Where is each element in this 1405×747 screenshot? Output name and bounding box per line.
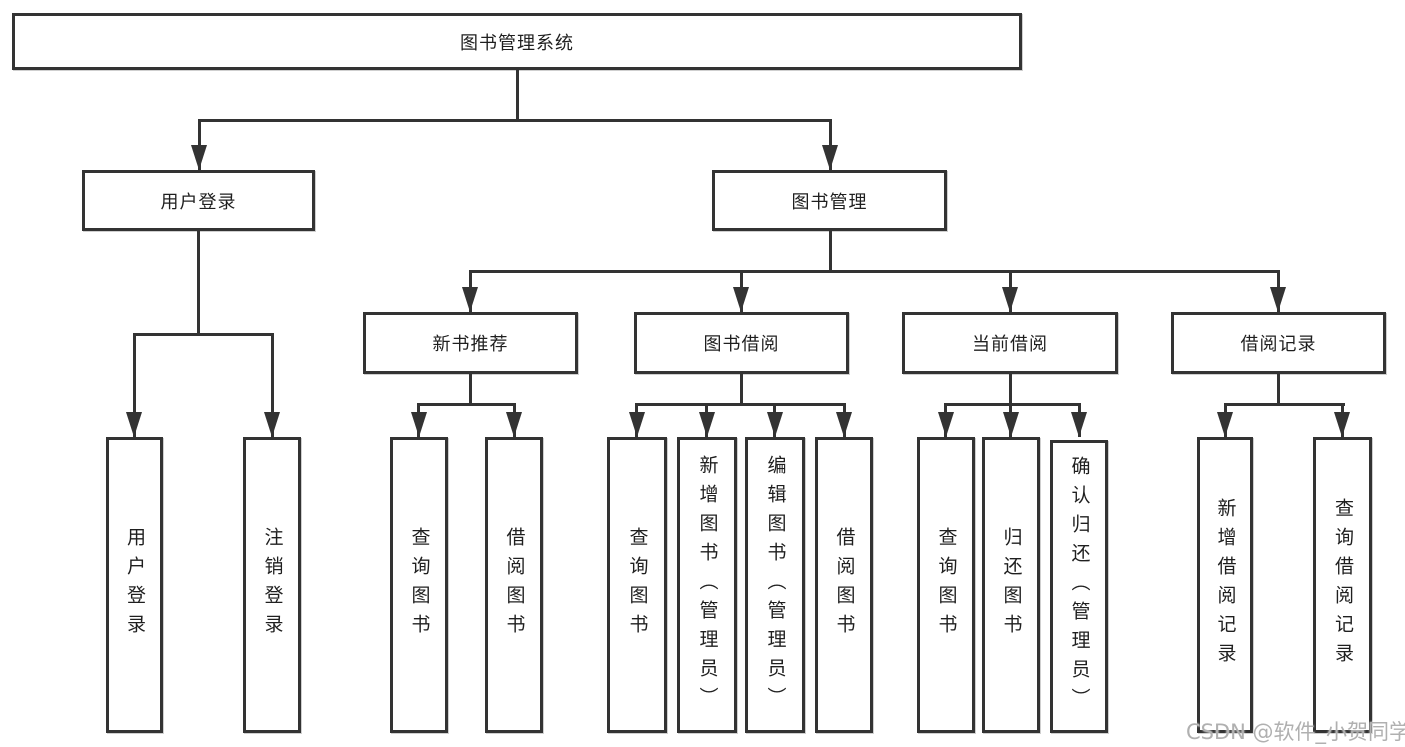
connector-drop [133, 333, 136, 437]
connector-drop [829, 119, 832, 170]
leaf-recommend-query-books: 查询图书 [390, 437, 448, 733]
leaf-user-login: 用户登录 [106, 437, 163, 733]
connector-borrowing-stem [740, 374, 743, 406]
node-new-book-recommendation: 新书推荐 [363, 312, 578, 374]
leaf-recommend-borrow-books: 借阅图书 [485, 437, 543, 733]
leaf-borrowing-add-books-admin: 新增图书（管理员） [677, 437, 737, 733]
node-label: 查询图书 [935, 527, 958, 643]
node-label: 图书借阅 [703, 334, 780, 355]
node-label: 借阅图书 [503, 527, 526, 643]
node-label: 查询借阅记录 [1332, 498, 1354, 672]
leaf-logout: 注销登录 [243, 437, 301, 733]
arrowhead-down-icon [1071, 412, 1087, 437]
arrowhead-down-icon [822, 145, 838, 170]
connector-root-split [198, 119, 832, 122]
arrowhead-down-icon [506, 412, 522, 437]
arrowhead-down-icon [264, 412, 280, 437]
connector-borrowing-split [635, 403, 846, 406]
connector-drop [271, 333, 274, 437]
connector-bookmgmt-split [469, 270, 1280, 273]
arrowhead-down-icon [938, 412, 954, 437]
leaf-borrowing-borrow-books: 借阅图书 [815, 437, 873, 733]
node-label: 用户登录 [160, 191, 237, 213]
node-label: 借阅图书 [833, 527, 856, 643]
leaf-borrowing-edit-books-admin: 编辑图书（管理员） [745, 437, 805, 733]
arrowhead-down-icon [1334, 412, 1350, 437]
node-label: 新增借阅记录 [1214, 498, 1237, 672]
connector-drop [198, 119, 201, 170]
node-label: 确认归还（管理员） [1068, 456, 1091, 717]
node-label: 图书管理系统 [460, 32, 574, 54]
leaf-records-query-record: 查询借阅记录 [1313, 437, 1372, 733]
connector-recommend-stem [469, 374, 472, 406]
node-label: 当前借阅 [972, 334, 1048, 355]
connector-userlogin-split [133, 333, 274, 336]
csdn-watermark: CSDN @软件_小贺同学 [1186, 720, 1405, 744]
arrowhead-down-icon [191, 145, 207, 170]
node-current-borrowing: 当前借阅 [902, 312, 1118, 374]
arrowhead-down-icon [629, 412, 645, 437]
connector-bookmgmt-stem [829, 231, 832, 273]
node-label: 新书推荐 [432, 334, 509, 355]
node-label: 注销登录 [261, 527, 284, 643]
arrowhead-down-icon [733, 287, 749, 312]
connector-userlogin-stem [197, 231, 200, 336]
node-label: 编辑图书（管理员） [764, 454, 787, 716]
connector-records-split [1224, 403, 1345, 406]
arrowhead-down-icon [699, 412, 715, 437]
node-label: 查询图书 [408, 527, 431, 643]
node-label: 新增图书（管理员） [696, 454, 719, 716]
node-label: 用户登录 [124, 527, 146, 643]
connector-recommend-split [417, 403, 516, 406]
connector-current-stem [1009, 374, 1012, 406]
arrowhead-down-icon [767, 412, 783, 437]
leaf-records-add-record: 新增借阅记录 [1197, 437, 1253, 733]
arrowhead-down-icon [1002, 287, 1018, 312]
node-label: 图书管理 [791, 191, 868, 213]
node-label: 归还图书 [1000, 527, 1023, 643]
node-borrowing-records: 借阅记录 [1171, 312, 1386, 374]
connector-root-stem [516, 70, 519, 121]
arrowhead-down-icon [1270, 287, 1286, 312]
arrowhead-down-icon [836, 412, 852, 437]
connector-current-split [944, 403, 1081, 406]
node-book-management-branch: 图书管理 [712, 170, 947, 231]
arrowhead-down-icon [462, 287, 478, 312]
node-label: 借阅记录 [1240, 334, 1317, 355]
arrowhead-down-icon [411, 412, 427, 437]
leaf-borrowing-query-books: 查询图书 [607, 437, 667, 733]
node-book-borrowing: 图书借阅 [634, 312, 849, 374]
connector-records-stem [1277, 374, 1280, 406]
leaf-current-return-books: 归还图书 [982, 437, 1040, 733]
node-root-library-system: 图书管理系统 [12, 13, 1022, 70]
leaf-current-confirm-return-admin: 确认归还（管理员） [1050, 440, 1108, 733]
node-user-login-branch: 用户登录 [82, 170, 315, 231]
leaf-current-query-books: 查询图书 [917, 437, 975, 733]
node-label: 查询图书 [626, 527, 649, 643]
arrowhead-down-icon [1003, 412, 1019, 437]
arrowhead-down-icon [1217, 412, 1233, 437]
arrowhead-down-icon [126, 412, 142, 437]
